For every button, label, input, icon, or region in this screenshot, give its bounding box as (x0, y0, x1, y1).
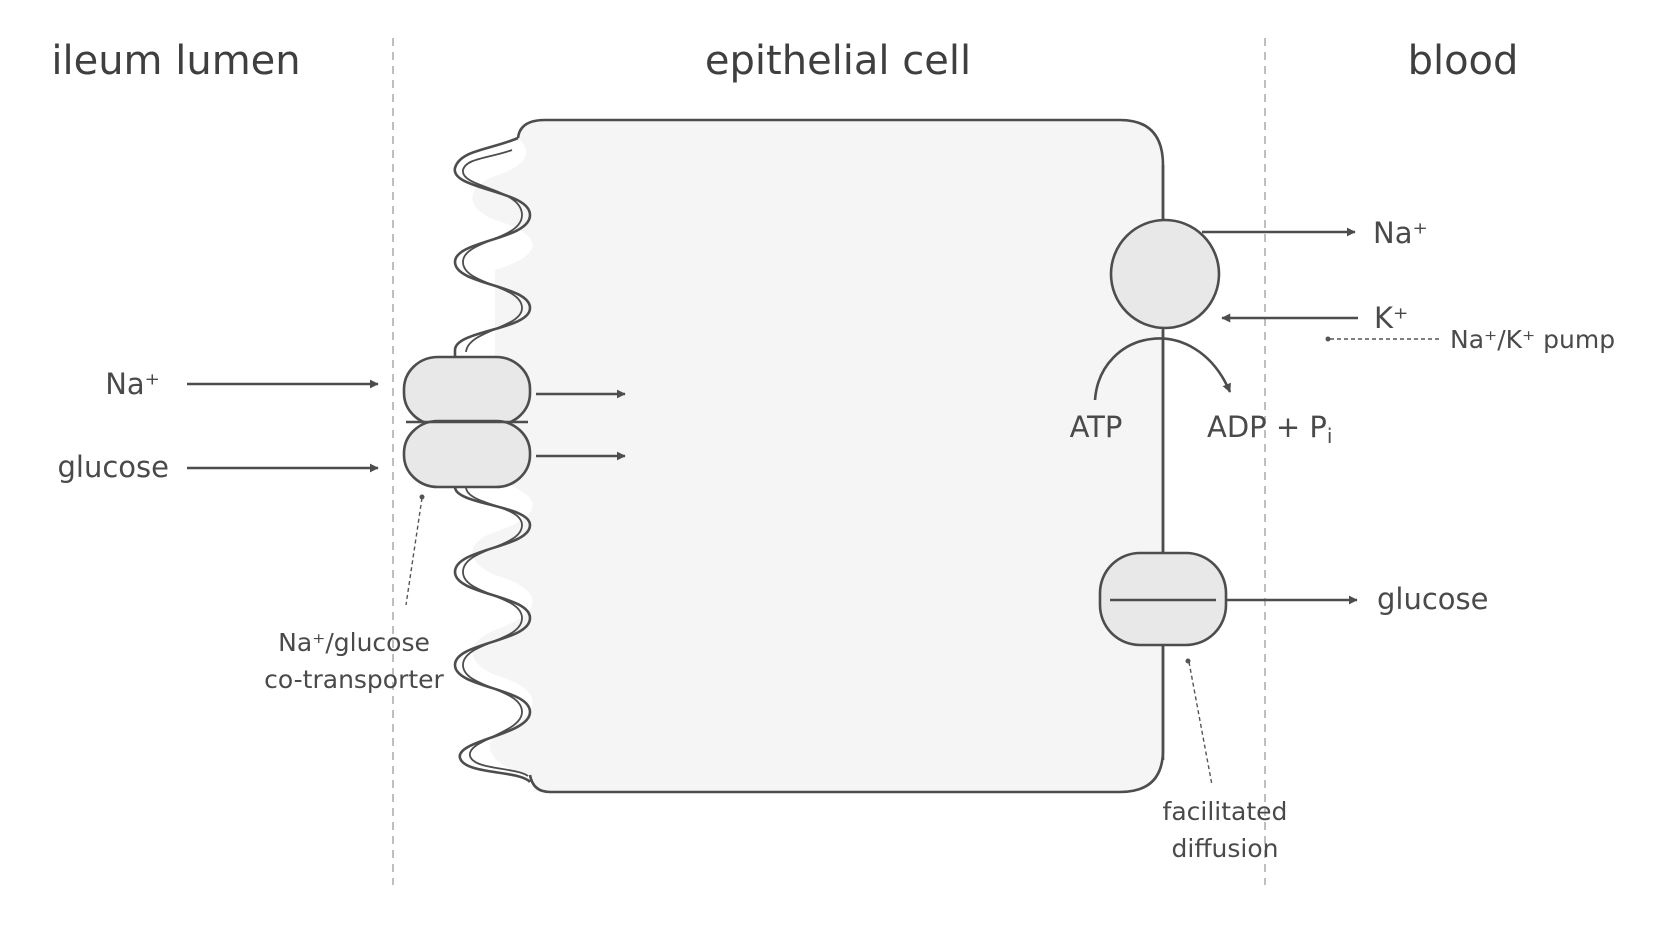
atp-to-adp-arrow (1093, 337, 1232, 401)
pump-label: Na⁺/K⁺ pump (1450, 325, 1615, 354)
cotransporter-label-line2: co-transporter (264, 665, 444, 694)
blood-title: blood (1408, 38, 1519, 84)
adp-label: ADP + Pi (1207, 410, 1332, 448)
microvilli (453, 136, 532, 784)
cotransporter-lower-subunit (402, 419, 532, 489)
microvilli-upper-inner (462, 149, 523, 353)
blood-glucose-label: glucose (1377, 582, 1488, 616)
cell-body (472, 120, 1163, 792)
cotransporter (402, 355, 532, 489)
lumen-glucose-label: glucose (58, 450, 169, 484)
microvilli-lower-inner (462, 486, 529, 777)
pump-leader-dot (1325, 336, 1331, 342)
facilitated-label-line2: diffusion (1172, 834, 1279, 863)
adp-main: ADP + P (1207, 410, 1327, 444)
pump-potassium-label: K⁺ (1374, 301, 1408, 335)
sodium-potassium-pump (1109, 218, 1221, 330)
cotransporter-upper-subunit (402, 355, 532, 427)
lumen-sodium-label: Na⁺ (105, 367, 160, 401)
lumen-title: ileum lumen (51, 38, 300, 84)
atp-label: ATP (1070, 410, 1123, 444)
cotransporter-label-line1: Na⁺/glucose (278, 628, 430, 657)
cell-title: epithelial cell (705, 38, 971, 84)
cotransporter-leader (405, 497, 423, 606)
facilitated-label-line1: facilitated (1163, 797, 1288, 826)
adp-subscript: i (1327, 424, 1333, 448)
cotransporter-leader-dot (419, 494, 425, 500)
facilitated-leader (1188, 661, 1213, 786)
pump-sodium-label: Na⁺ (1373, 216, 1428, 250)
